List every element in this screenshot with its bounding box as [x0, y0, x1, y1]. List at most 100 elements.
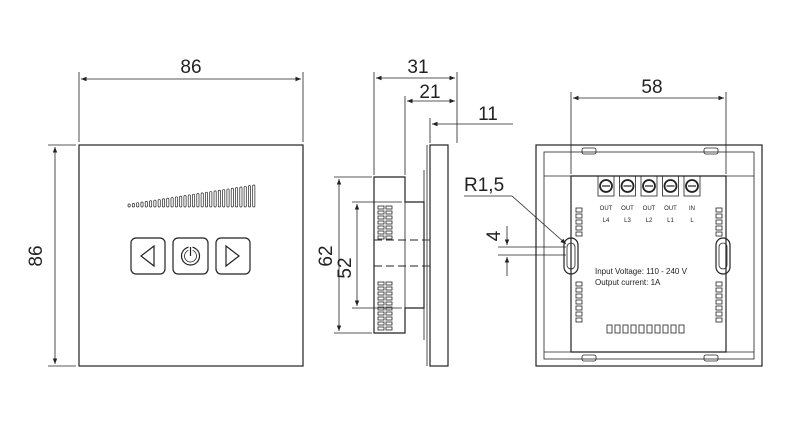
frame-notch	[581, 147, 597, 155]
level-bar	[144, 201, 148, 208]
vent-slit	[385, 286, 393, 291]
side-view: 31 21 11 62 52	[316, 57, 513, 367]
level-bar	[157, 199, 161, 208]
vent-slit	[377, 296, 385, 301]
screw-head-icon	[685, 179, 699, 193]
vent-slit	[662, 324, 669, 334]
vent-slit	[715, 231, 723, 237]
input-voltage-text: Input Voltage: 110 - 240 V	[595, 267, 688, 276]
vent-slit	[377, 321, 385, 326]
screw-head-icon	[599, 179, 613, 193]
terminal-label-bottom: L3	[624, 218, 631, 224]
level-bar	[205, 191, 208, 208]
level-bar	[174, 196, 178, 208]
vent-slit	[377, 286, 385, 291]
side-depth-body-label: 21	[419, 82, 440, 103]
vent-slit	[385, 220, 393, 225]
terminal-block	[597, 175, 701, 197]
right-arrow-icon	[225, 244, 240, 268]
vent-slit	[630, 324, 637, 334]
side-depth-total-label: 31	[407, 57, 428, 78]
front-view: 86 86	[26, 57, 304, 367]
vent-slit	[654, 324, 661, 334]
level-bar	[230, 187, 234, 208]
vent-slit	[606, 324, 613, 334]
mounting-slot-left	[563, 237, 579, 275]
side-plate	[429, 144, 449, 367]
vent-slit	[575, 231, 583, 237]
vent-slit	[385, 296, 393, 301]
terminal-label-bottom: L1	[667, 218, 674, 224]
vent-slit	[715, 219, 723, 225]
vent-slit	[678, 324, 685, 334]
screw-head-icon	[620, 179, 635, 193]
left-button[interactable]	[130, 237, 166, 275]
vent-slit	[575, 281, 583, 287]
level-bar	[136, 202, 140, 208]
level-bar	[213, 190, 217, 208]
vent-slit	[715, 213, 723, 219]
front-width-label: 86	[180, 57, 201, 78]
vent-slit	[385, 306, 393, 311]
vent-slit	[575, 207, 583, 213]
front-plate	[78, 144, 304, 367]
level-bar	[162, 198, 165, 208]
vent-slit	[575, 287, 583, 293]
terminal-screw	[683, 175, 701, 197]
terminal-label-top: OUT	[600, 206, 613, 212]
power-button[interactable]	[172, 237, 209, 275]
right-button[interactable]	[215, 237, 251, 275]
vent-slit	[575, 225, 583, 231]
level-bar	[217, 189, 221, 208]
level-bar	[222, 189, 226, 208]
vent-slit	[377, 235, 385, 240]
vent-slit	[575, 305, 583, 311]
back-outer-frame	[535, 144, 763, 367]
vent-slit	[575, 219, 583, 225]
terminal-screw	[597, 175, 615, 197]
back-width-label: 58	[641, 77, 662, 98]
vent-slit	[715, 281, 723, 287]
level-bar	[187, 194, 191, 208]
level-bar	[131, 202, 135, 208]
vent-slit	[575, 213, 583, 219]
terminal-label-top: OUT	[664, 206, 677, 212]
vent-slit	[377, 230, 385, 235]
vent-slit	[385, 215, 393, 220]
level-bar	[226, 188, 230, 208]
vent-slit	[385, 326, 393, 331]
level-bar	[166, 197, 170, 208]
terminal-screw	[640, 175, 658, 197]
vent-slit	[385, 205, 393, 210]
vent-slit	[715, 317, 723, 323]
frame-notch	[581, 354, 597, 362]
vent-slit	[377, 220, 385, 225]
terminal-label-top: OUT	[621, 206, 634, 212]
level-bar	[179, 195, 183, 208]
level-bar	[140, 201, 144, 208]
vent-slit	[377, 281, 385, 286]
frame-notches	[581, 147, 719, 362]
level-bar	[200, 192, 204, 208]
vent-slit	[715, 287, 723, 293]
vent-slit	[715, 299, 723, 305]
vent-slit	[622, 324, 629, 334]
vent-slit	[614, 324, 621, 334]
vent-slit	[377, 291, 385, 296]
vent-slit	[575, 299, 583, 305]
vent-slit	[638, 324, 645, 334]
power-icon	[180, 246, 201, 266]
vent-slit	[377, 301, 385, 306]
level-bar	[209, 191, 213, 208]
vent-slit	[385, 321, 393, 326]
vent-slit	[715, 293, 723, 299]
output-current-text: Output current: 1A	[595, 278, 661, 287]
vent-slit	[715, 225, 723, 231]
terminal-label-top: OUT	[643, 206, 656, 212]
vent-slit	[646, 324, 653, 334]
level-bar	[243, 185, 247, 208]
terminal-screw	[619, 175, 636, 197]
terminal-screw	[662, 175, 679, 197]
terminal-label-bottom: L4	[603, 218, 610, 224]
